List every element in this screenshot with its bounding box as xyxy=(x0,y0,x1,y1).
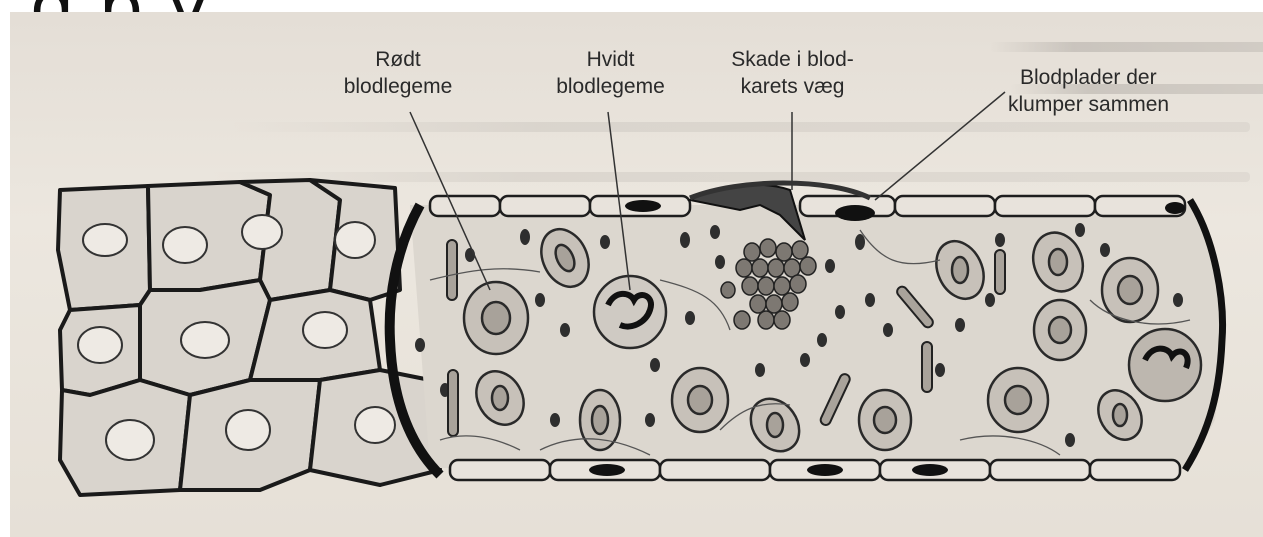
leader-line-platelets xyxy=(875,92,1005,200)
red-blood-cell xyxy=(988,368,1048,432)
white-blood-cell xyxy=(1129,329,1201,401)
label-platelets: Blodplader der klumper sammen xyxy=(1008,64,1248,118)
red-blood-cell xyxy=(1102,258,1158,322)
label-vessel-wall-damage-line1: Skade i blod- xyxy=(700,46,885,73)
label-vessel-wall-damage-line2: karets væg xyxy=(700,73,885,100)
label-white-blood-cell-line1: Hvidt xyxy=(523,46,698,73)
label-white-blood-cell-line2: blodlegeme xyxy=(523,73,698,100)
label-red-blood-cell-line1: Rødt xyxy=(313,46,483,73)
label-vessel-wall-damage: Skade i blod- karets væg xyxy=(700,46,885,100)
red-blood-cell xyxy=(859,390,911,450)
vessel-wall-top xyxy=(430,196,1185,216)
red-blood-cell xyxy=(672,368,728,432)
label-red-blood-cell-line2: blodlegeme xyxy=(313,73,483,100)
red-blood-cell xyxy=(1034,300,1086,360)
red-blood-cell xyxy=(580,390,620,450)
label-white-blood-cell: Hvidt blodlegeme xyxy=(523,46,698,100)
red-blood-cell xyxy=(464,282,528,354)
label-red-blood-cell: Rødt blodlegeme xyxy=(313,46,483,100)
label-platelets-line1: Blodplader der xyxy=(1008,64,1248,91)
label-platelets-line2: klumper sammen xyxy=(1008,91,1248,118)
